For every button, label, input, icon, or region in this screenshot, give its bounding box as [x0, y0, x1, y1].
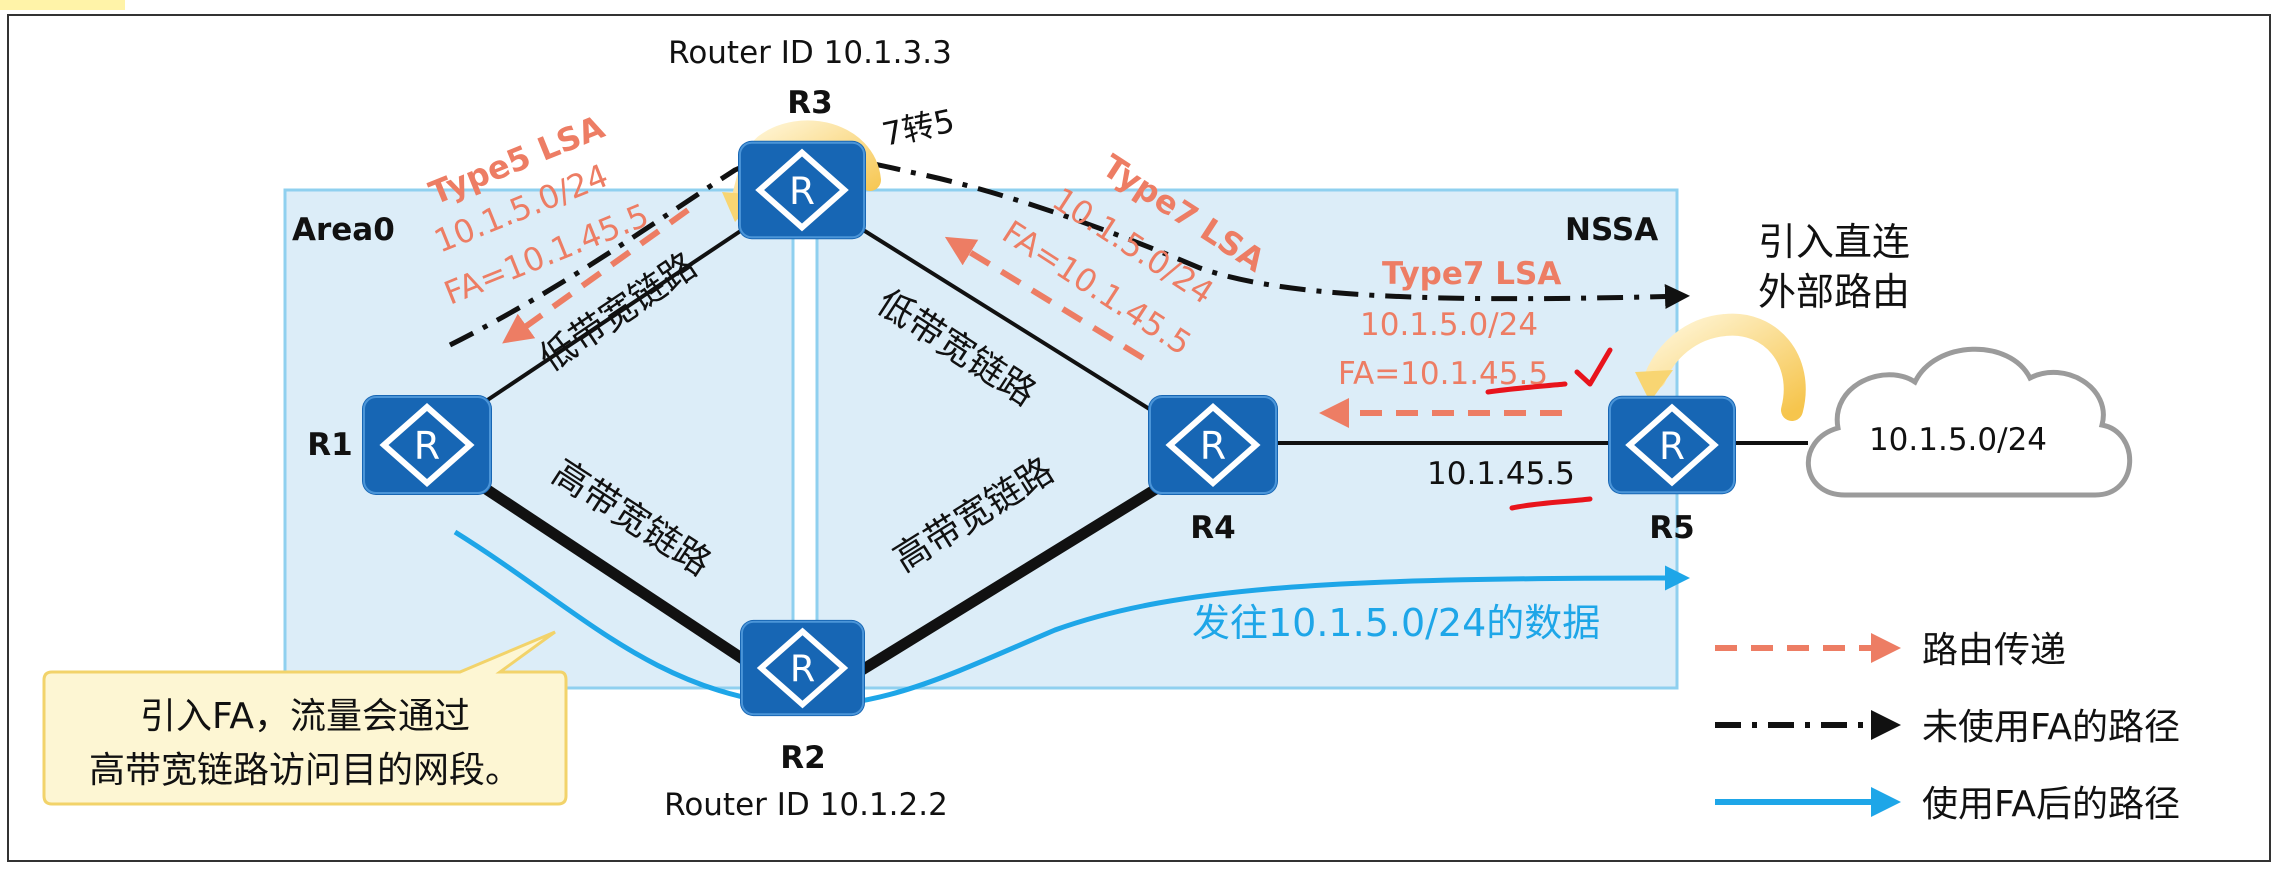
nssa-label: NSSA [1565, 212, 1658, 248]
router-r5[interactable]: R5 [1608, 396, 1736, 546]
router-r2[interactable]: R2 Router ID 10.1.2.2 [664, 620, 948, 823]
r5-interface-address: 10.1.45.5 [1427, 456, 1575, 492]
legend-path-without-fa: 未使用FA的路径 [1922, 707, 2180, 748]
import-label-line1: 引入直连 [1758, 220, 1910, 264]
import-curl-arrow [1644, 313, 1806, 421]
link-r1-r3 [478, 226, 747, 407]
router-r5-label: R5 [1649, 510, 1694, 546]
external-network-cloud [1805, 346, 2133, 498]
handwritten-underline-address [1509, 496, 1593, 511]
router-r3-label: R3 [787, 85, 832, 121]
type7-lsa-r4-title: Type7 LSA [1382, 256, 1561, 292]
router-r2-icon [740, 620, 865, 716]
route-arrow-r4-to-r3 [944, 236, 1145, 361]
link-r3-r4 [858, 226, 1177, 427]
area0-label: Area0 [292, 212, 395, 248]
cloud-prefix: 10.1.5.0/24 [1869, 422, 2047, 458]
link-r1-r2 [476, 480, 756, 670]
router-r4-icon [1148, 395, 1278, 495]
type7-lsa-r4-prefix: 10.1.5.0/24 [1360, 307, 1538, 343]
router-r3-id: Router ID 10.1.3.3 [668, 35, 952, 71]
legend-route-propagation: 路由传递 [1922, 630, 2066, 671]
path-with-fa [453, 529, 1690, 709]
router-r2-label: R2 [780, 740, 825, 776]
router-r3-icon [738, 141, 866, 239]
import-curl-arrowhead [1635, 370, 1673, 402]
handwritten-checkmark [1574, 347, 1613, 387]
data-flow-label: 发往10.1.5.0/24的数据 [1192, 601, 1600, 645]
router-r1-label: R1 [307, 427, 352, 463]
router-r2-id: Router ID 10.1.2.2 [664, 787, 948, 823]
legend-path-with-fa: 使用FA后的路径 [1922, 784, 2180, 825]
callout-line1: 引入FA，流量会通过 [140, 696, 470, 737]
callout-line2: 高带宽链路访问目的网段。 [89, 750, 521, 791]
router-r4-label: R4 [1190, 510, 1235, 546]
path-without-fa [448, 153, 1690, 348]
type7-lsa-r4-fa: FA=10.1.45.5 [1338, 356, 1548, 392]
handwritten-underline-fa [1485, 381, 1568, 395]
router-r4[interactable]: R4 [1148, 395, 1278, 546]
link-r2-r4 [859, 463, 1193, 675]
route-arrow-r3-to-r1 [502, 207, 690, 344]
import-label-line2: 外部路由 [1758, 270, 1910, 314]
router-r1[interactable]: R1 [307, 395, 492, 495]
legend: 路由传递 未使用FA的路径 使用FA后的路径 [1715, 630, 2180, 825]
router-r3[interactable]: R3 Router ID 10.1.3.3 [668, 35, 952, 239]
router-r1-icon [362, 395, 492, 495]
corner-highlight [0, 0, 125, 10]
router-r5-icon [1608, 396, 1736, 494]
callout-bubble [42, 630, 568, 806]
